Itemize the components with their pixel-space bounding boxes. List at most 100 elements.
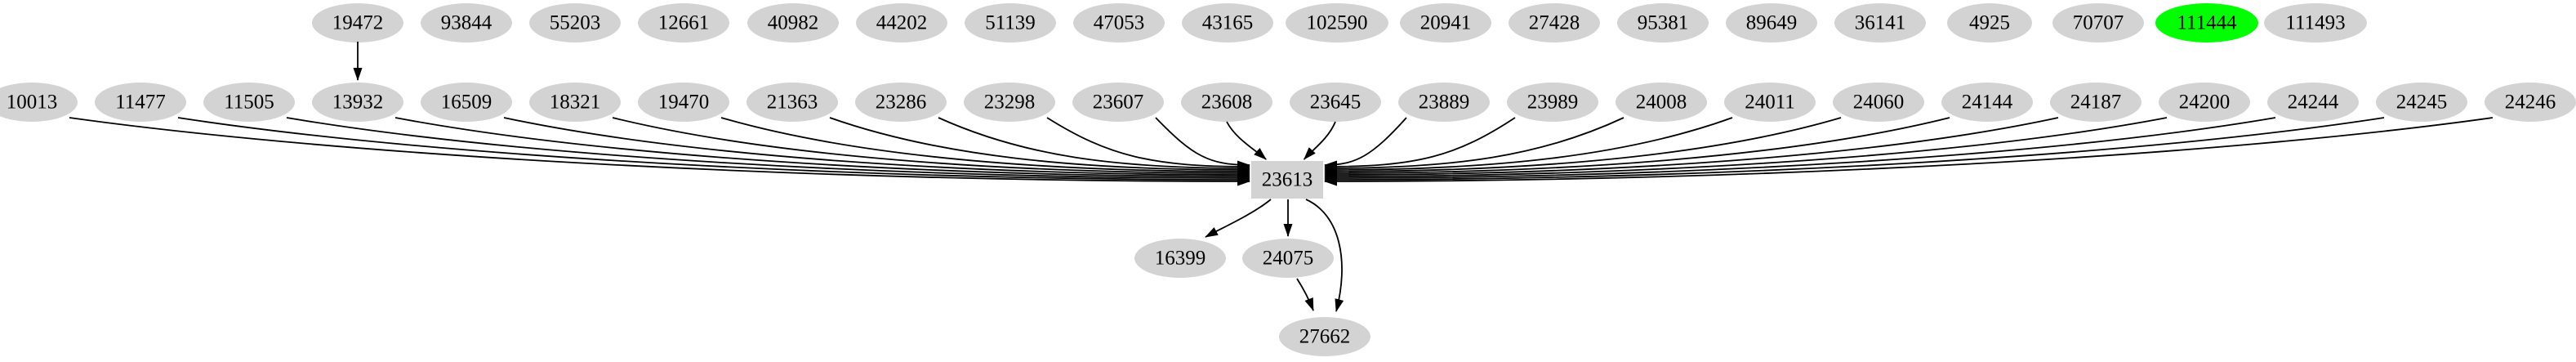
node-label: 21363 xyxy=(767,92,818,114)
node-label: 47053 xyxy=(1094,12,1145,34)
node-label: 24244 xyxy=(2288,92,2339,114)
node-111444: 111444 xyxy=(2155,3,2258,42)
node-shape-ellipse xyxy=(964,83,1055,122)
node-shape-ellipse xyxy=(1617,3,1709,42)
node-27662: 27662 xyxy=(1279,317,1370,356)
node-label: 24008 xyxy=(1636,92,1687,114)
node-shape-ellipse xyxy=(1941,83,2033,122)
node-24011: 24011 xyxy=(1724,83,1816,122)
edge-23286-23613 xyxy=(938,117,1250,173)
node-label: 16399 xyxy=(1155,248,1206,270)
node-label: 23889 xyxy=(1419,92,1470,114)
node-label: 40982 xyxy=(768,12,819,34)
node-shape-ellipse xyxy=(529,83,621,122)
node-55203: 55203 xyxy=(529,3,621,42)
node-label: 4925 xyxy=(1969,12,2010,34)
node-shape-ellipse xyxy=(2052,3,2144,42)
node-shape-ellipse xyxy=(1726,3,1817,42)
node-shape-ellipse xyxy=(856,3,947,42)
node-shape-ellipse xyxy=(855,83,947,122)
node-shape-ellipse xyxy=(2264,3,2367,42)
node-shape-ellipse xyxy=(1286,3,1388,42)
node-label: 44202 xyxy=(876,12,928,34)
node-47053: 47053 xyxy=(1073,3,1165,42)
node-label: 111493 xyxy=(2285,12,2345,34)
node-24244: 24244 xyxy=(2267,83,2359,122)
node-label: 23298 xyxy=(984,92,1036,114)
node-label: 24200 xyxy=(2179,92,2231,114)
node-shape-ellipse xyxy=(638,3,729,42)
node-label: 24245 xyxy=(2396,92,2448,114)
node-label: 19472 xyxy=(332,12,384,34)
node-shape-ellipse xyxy=(312,83,403,122)
node-16509: 16509 xyxy=(421,83,512,122)
node-11477: 11477 xyxy=(95,83,186,122)
edge-23613-16399 xyxy=(1205,199,1272,238)
node-36141: 36141 xyxy=(1834,3,1926,42)
node-23989: 23989 xyxy=(1507,83,1598,122)
edge-18321-23613 xyxy=(612,117,1250,178)
edge-24187-23613 xyxy=(1324,117,2059,180)
node-shape-ellipse xyxy=(529,3,621,42)
edge-11477-23613 xyxy=(177,117,1250,185)
node-21363: 21363 xyxy=(747,83,838,122)
node-shape-ellipse xyxy=(203,83,295,122)
node-shape-ellipse xyxy=(2267,83,2359,122)
node-label: 111444 xyxy=(2177,12,2237,34)
node-24246: 24246 xyxy=(2485,83,2576,122)
node-label: 12661 xyxy=(658,12,710,34)
node-label: 24011 xyxy=(1745,92,1795,114)
edge-23645-23613 xyxy=(1303,121,1336,160)
node-27428: 27428 xyxy=(1509,3,1600,42)
node-label: 20941 xyxy=(1420,12,1472,34)
node-label: 11477 xyxy=(115,92,166,114)
node-label: 10013 xyxy=(7,92,58,114)
node-label: 24187 xyxy=(2070,92,2122,114)
node-40982: 40982 xyxy=(747,3,839,42)
edge-24144-23613 xyxy=(1324,117,1950,178)
node-shape-ellipse xyxy=(1182,3,1273,42)
edge-23607-23613 xyxy=(1155,117,1250,170)
edge-16509-23613 xyxy=(503,117,1250,180)
node-label: 93844 xyxy=(441,12,492,34)
node-13932: 13932 xyxy=(312,83,403,122)
node-label: 19470 xyxy=(658,92,710,114)
node-70707: 70707 xyxy=(2052,3,2144,42)
node-shape-ellipse xyxy=(1279,317,1370,356)
edge-21363-23613 xyxy=(829,117,1250,175)
node-shape-ellipse xyxy=(1400,3,1491,42)
node-label: 23645 xyxy=(1310,92,1362,114)
node-51139: 51139 xyxy=(965,3,1056,42)
node-shape-ellipse xyxy=(2155,3,2258,42)
node-24200: 24200 xyxy=(2159,83,2250,122)
edge-24200-23613 xyxy=(1324,117,2168,181)
node-shape-ellipse xyxy=(1833,83,1924,122)
node-shape-ellipse xyxy=(312,3,403,42)
node-24008: 24008 xyxy=(1616,83,1707,122)
node-23645: 23645 xyxy=(1290,83,1381,122)
node-23608: 23608 xyxy=(1181,83,1272,122)
node-23286: 23286 xyxy=(855,83,947,122)
node-43165: 43165 xyxy=(1182,3,1273,42)
node-23613: 23613 xyxy=(1251,161,1323,199)
node-label: 23608 xyxy=(1201,92,1253,114)
node-24144: 24144 xyxy=(1941,83,2033,122)
edge-layer xyxy=(69,42,2494,312)
node-label: 89649 xyxy=(1746,12,1798,34)
node-label: 55203 xyxy=(550,12,601,34)
node-23298: 23298 xyxy=(964,83,1055,122)
node-shape-ellipse xyxy=(2376,83,2467,122)
node-shape-ellipse xyxy=(1509,3,1600,42)
edge-10013-23613 xyxy=(69,117,1250,186)
node-18321: 18321 xyxy=(529,83,621,122)
node-23889: 23889 xyxy=(1398,83,1490,122)
edge-24245-23613 xyxy=(1324,117,2385,185)
node-shape-ellipse xyxy=(1947,3,2032,42)
node-label: 24144 xyxy=(1962,92,2013,114)
node-19472: 19472 xyxy=(312,3,403,42)
node-label: 24075 xyxy=(1263,248,1314,270)
node-95381: 95381 xyxy=(1617,3,1709,42)
node-24075: 24075 xyxy=(1242,239,1334,278)
edge-23989-23613 xyxy=(1324,117,1516,172)
